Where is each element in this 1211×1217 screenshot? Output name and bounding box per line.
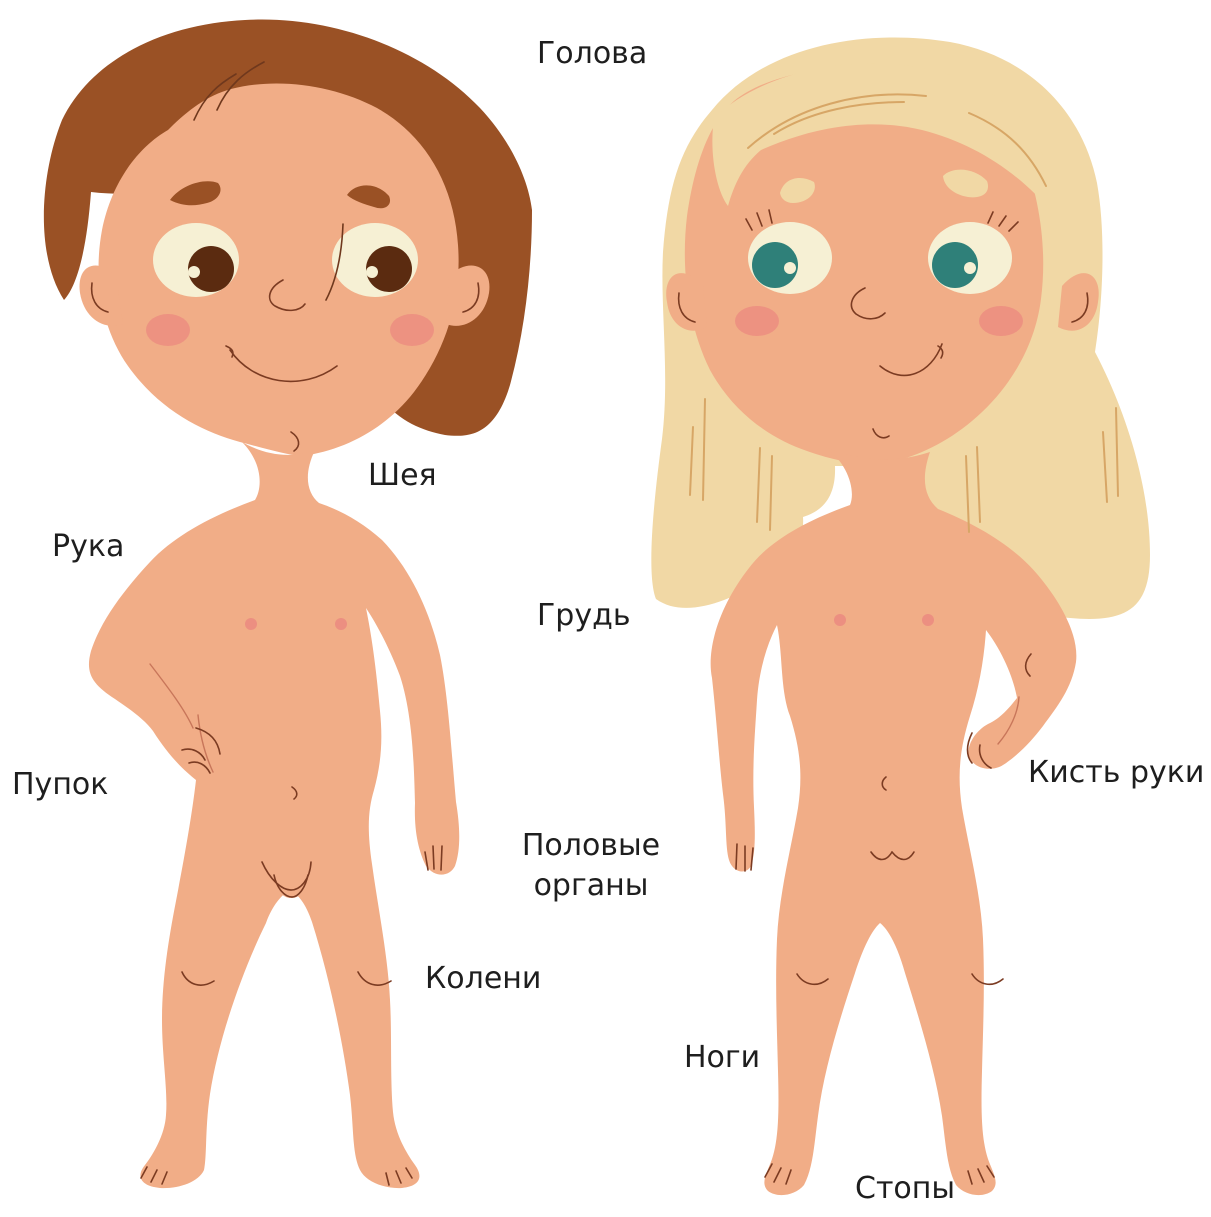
label-navel: Пупок [12, 768, 108, 802]
label-arm: Рука [52, 530, 124, 564]
label-genitals: Половые органы [520, 826, 662, 906]
label-chest: Грудь [537, 599, 631, 633]
boy-chest-left [245, 618, 257, 630]
label-hand: Кисть руки [1028, 756, 1204, 790]
label-knees: Колени [425, 962, 541, 996]
girl-body [711, 447, 1077, 1195]
boy-body [89, 442, 459, 1188]
girl-chest-right [922, 614, 934, 626]
label-neck: Шея [368, 459, 437, 493]
label-head: Голова [537, 37, 647, 71]
girl-figure [651, 37, 1150, 1195]
label-legs: Ноги [684, 1041, 760, 1075]
boy-figure [44, 20, 532, 1189]
girl-chest-left [834, 614, 846, 626]
boy-chest-right [335, 618, 347, 630]
label-feet: Стопы [855, 1172, 955, 1206]
